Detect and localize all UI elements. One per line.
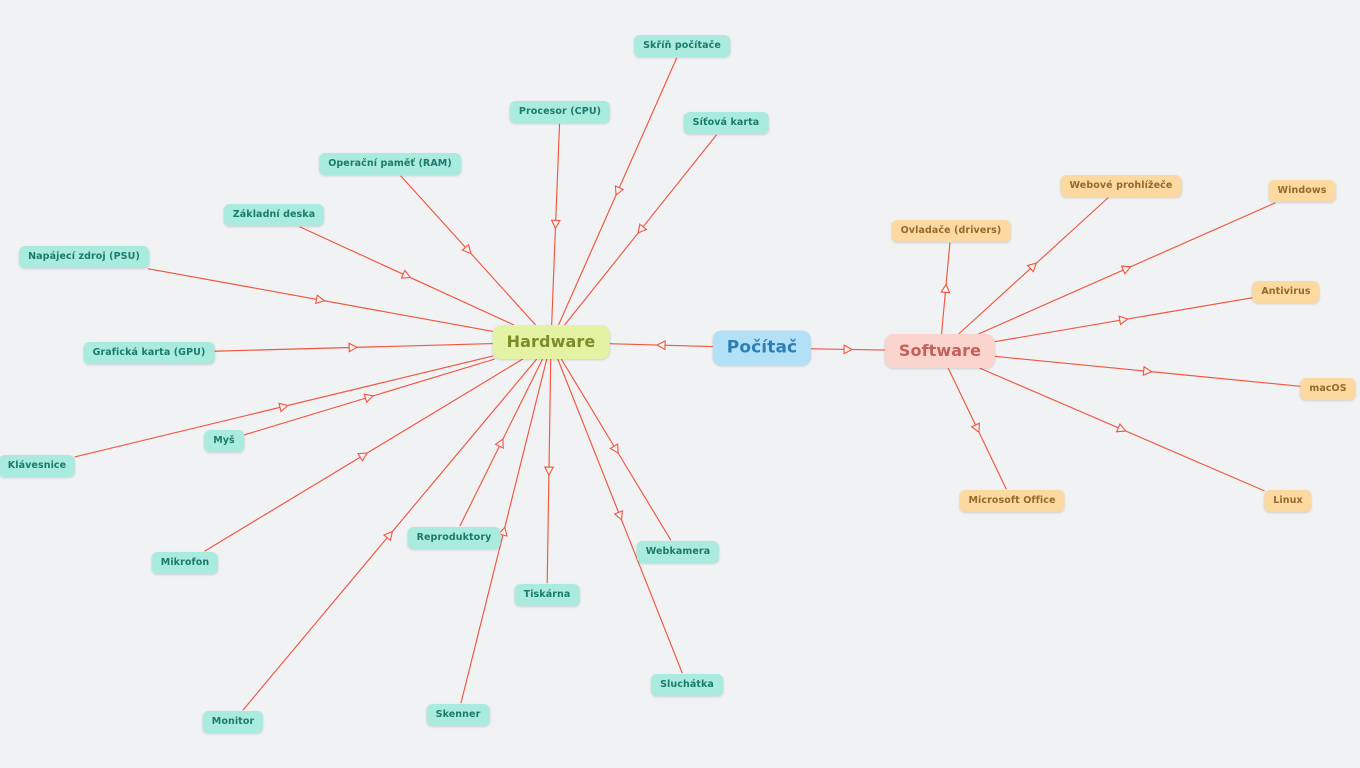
- edge-line: [994, 355, 1301, 387]
- mindmap-edge-ram-to-hardware: [400, 175, 537, 326]
- mindmap-node-sluchatka[interactable]: Sluchátka: [651, 674, 723, 696]
- mindmap-edge-mikrofon-to-hardware: [204, 358, 524, 552]
- mindmap-node-tiskarna[interactable]: Tiskárna: [514, 584, 580, 606]
- mindmap-edge-software-to-antivirus: [994, 297, 1253, 343]
- edge-arrowhead-icon: [609, 443, 619, 455]
- mindmap-node-software[interactable]: Software: [884, 334, 996, 368]
- mindmap-node-deska[interactable]: Základní deska: [223, 204, 325, 226]
- edge-arrowhead-icon: [278, 402, 289, 413]
- edge-line: [557, 57, 678, 326]
- mindmap-node-ram[interactable]: Operační paměť (RAM): [319, 153, 461, 175]
- edge-line: [608, 343, 714, 348]
- edge-line: [958, 197, 1109, 335]
- edge-line: [243, 358, 496, 436]
- mindmap-node-klavesnice[interactable]: Klávesnice: [0, 455, 76, 477]
- edge-arrowhead-icon: [315, 294, 326, 305]
- edge-line: [940, 242, 951, 335]
- mindmap-edge-pocitac-to-software: [810, 344, 886, 355]
- edge-arrowhead-icon: [1120, 265, 1132, 275]
- edge-line: [204, 358, 524, 552]
- mindmap-edge-skrin-to-hardware: [557, 57, 678, 326]
- mindmap-edge-pocitac-to-hardware: [608, 340, 714, 351]
- mindmap-node-ovladace[interactable]: Ovladače (drivers): [891, 220, 1011, 242]
- mindmap-node-hardware[interactable]: Hardware: [492, 325, 610, 359]
- edge-arrowhead-icon: [1142, 365, 1153, 376]
- mindmap-node-macos[interactable]: macOS: [1300, 378, 1356, 400]
- edge-arrowhead-icon: [1115, 422, 1127, 433]
- mindmap-edge-cpu-to-hardware: [550, 123, 561, 326]
- edge-arrowhead-icon: [357, 452, 369, 462]
- edge-arrowhead-icon: [494, 437, 504, 449]
- edge-arrowhead-icon: [1118, 315, 1129, 326]
- mindmap-edge-klavesnice-to-hardware: [74, 355, 494, 458]
- mindmap-edge-software-to-macos: [994, 355, 1301, 387]
- edge-arrowhead-icon: [655, 340, 666, 351]
- mindmap-edge-gpu-to-hardware: [213, 342, 494, 353]
- mindmap-node-pocitac[interactable]: Počítač: [712, 330, 812, 366]
- mindmap-edge-software-to-msoffice: [947, 367, 1007, 490]
- mindmap-node-linux[interactable]: Linux: [1264, 490, 1312, 512]
- edge-arrowhead-icon: [363, 393, 375, 404]
- edge-arrowhead-icon: [843, 344, 854, 355]
- edge-arrowhead-icon: [461, 243, 472, 255]
- edge-line: [564, 134, 718, 326]
- edge-line: [947, 367, 1007, 490]
- edge-arrowhead-icon: [348, 342, 359, 353]
- mindmap-node-gpu[interactable]: Grafická karta (GPU): [83, 342, 215, 364]
- edge-line: [978, 202, 1276, 335]
- mindmap-edge-hardware-to-tiskarna: [543, 358, 555, 584]
- mindmap-node-skrin[interactable]: Skříň počítače: [634, 35, 730, 57]
- edge-line: [546, 358, 552, 584]
- edge-line: [810, 348, 886, 351]
- edge-line: [213, 343, 494, 352]
- mindmap-node-antivirus[interactable]: Antivirus: [1252, 281, 1320, 303]
- edge-arrowhead-icon: [614, 185, 625, 197]
- mindmap-node-monitor[interactable]: Monitor: [202, 711, 264, 733]
- mindmap-node-webkamera[interactable]: Webkamera: [636, 541, 720, 563]
- mindmap-edge-deska-to-hardware: [299, 226, 515, 326]
- edge-arrowhead-icon: [543, 466, 555, 477]
- mindmap-node-windows[interactable]: Windows: [1268, 180, 1336, 202]
- mindmap-edge-software-to-prohlizece: [958, 197, 1109, 335]
- mindmap-edge-hardware-to-sluchatka: [557, 358, 683, 674]
- edge-arrowhead-icon: [940, 283, 951, 294]
- mindmap-node-mys[interactable]: Myš: [204, 430, 244, 452]
- mindmap-edge-software-to-ovladace: [940, 242, 951, 335]
- mindmap-node-prohlizece[interactable]: Webové prohlížeče: [1060, 175, 1182, 197]
- edge-arrowhead-icon: [637, 223, 648, 234]
- edge-line: [74, 355, 494, 458]
- edge-line: [147, 268, 494, 333]
- mindmap-edge-psu-to-hardware: [147, 268, 494, 333]
- mindmap-edge-software-to-linux: [979, 367, 1265, 492]
- edge-arrowhead-icon: [550, 219, 561, 230]
- edge-line: [557, 358, 683, 674]
- mindmap-node-mikrofon[interactable]: Mikrofon: [151, 552, 219, 574]
- edge-arrowhead-icon: [400, 269, 412, 279]
- mindmap-edge-mys-to-hardware: [243, 358, 496, 436]
- mindmap-node-msoffice[interactable]: Microsoft Office: [959, 490, 1065, 512]
- mindmap-edge-hardware-to-webkamera: [560, 358, 672, 541]
- mindmap-node-reproduktory[interactable]: Reproduktory: [407, 527, 501, 549]
- mindmap-node-sitova[interactable]: Síťová karta: [683, 112, 769, 134]
- mindmap-node-cpu[interactable]: Procesor (CPU): [509, 101, 611, 123]
- edge-line: [400, 175, 537, 326]
- edge-line: [299, 226, 515, 326]
- mindmap-edge-reproduktory-to-hardware: [459, 358, 544, 527]
- edge-arrowhead-icon: [1026, 262, 1038, 273]
- mindmap-edge-software-to-windows: [978, 202, 1276, 335]
- edge-line: [560, 358, 672, 541]
- mindmap-node-skenner[interactable]: Skenner: [426, 704, 490, 726]
- edge-arrowhead-icon: [613, 510, 624, 521]
- mindmap-node-psu[interactable]: Napájecí zdroj (PSU): [19, 246, 149, 268]
- edge-line: [459, 358, 544, 527]
- edge-arrowhead-icon: [970, 422, 980, 434]
- edge-line: [979, 367, 1265, 492]
- mindmap-edge-sitova-to-hardware: [564, 134, 718, 326]
- edge-line: [994, 297, 1253, 343]
- edge-arrowhead-icon: [382, 530, 394, 542]
- edge-line: [551, 123, 561, 326]
